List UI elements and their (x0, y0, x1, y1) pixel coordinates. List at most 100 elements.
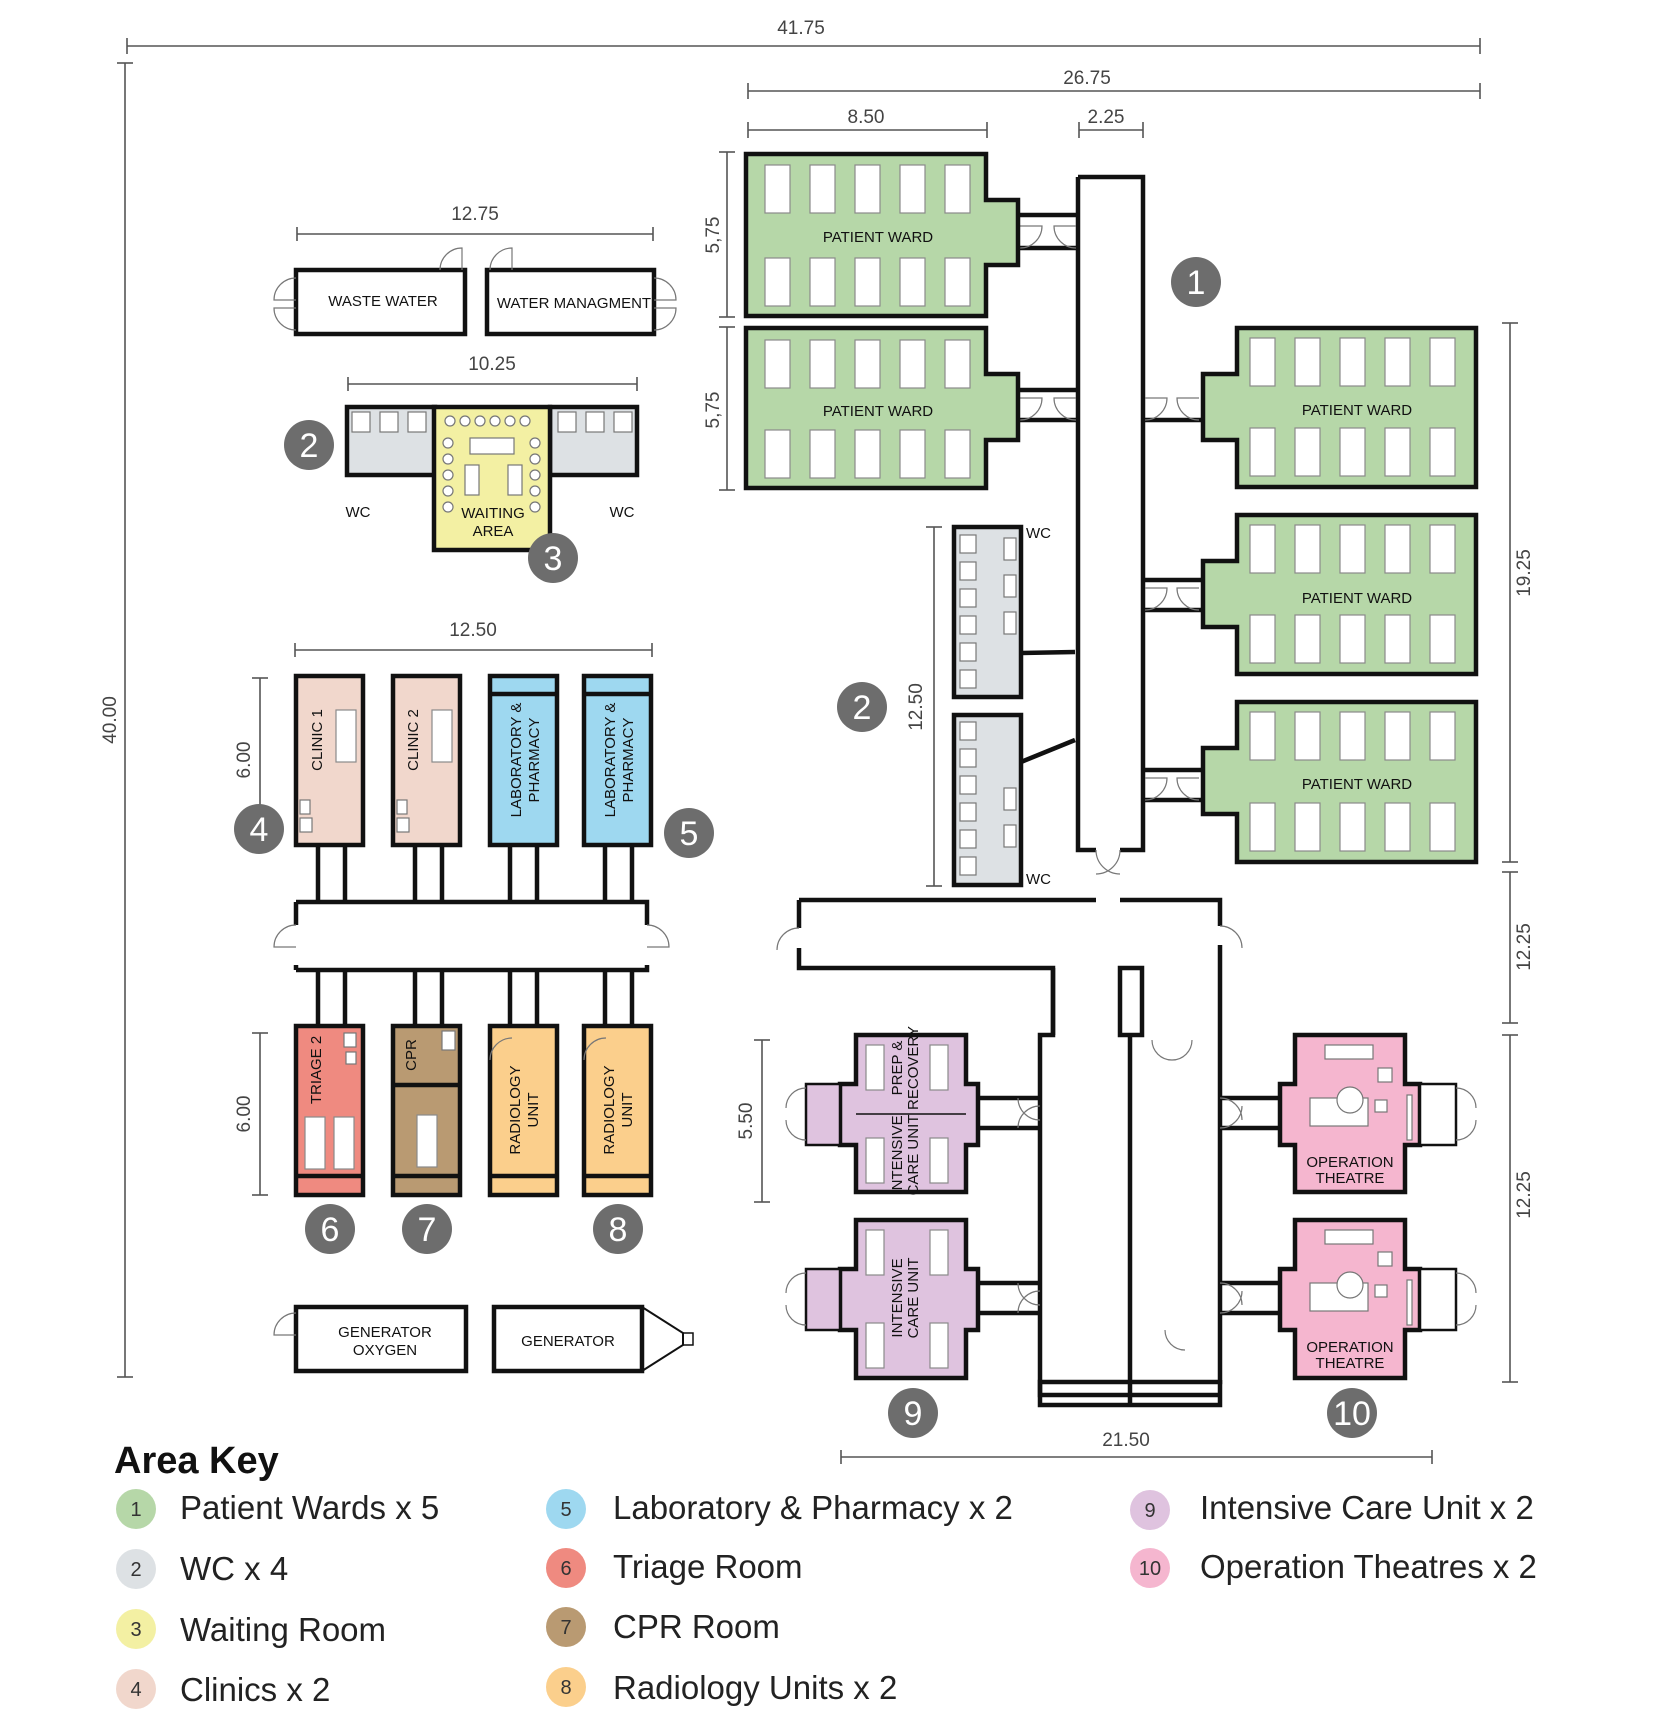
svg-text:4: 4 (250, 811, 269, 849)
key-swatch (546, 1548, 586, 1588)
patient-ward-1: PATIENT WARD (743, 151, 1021, 319)
dim-triage-depth: 6.00 (234, 1096, 255, 1133)
svg-text:Laboratory & Pharmacy x 2: Laboratory & Pharmacy x 2 (613, 1489, 1013, 1526)
wc-label-right: WC (610, 504, 635, 521)
icu-1: PREP & RECOVERY INTENSIVE CARE UNIT (785, 1026, 981, 1196)
svg-text:Waiting Room: Waiting Room (180, 1611, 386, 1648)
radiology-2-label-2: UNIT (619, 1093, 636, 1128)
key-item-4: 4 Clinics x 2 (116, 1669, 330, 1709)
badge-7: 7 (402, 1204, 452, 1254)
operation-2-label-1: OPERATION (1306, 1339, 1393, 1356)
waiting-label-1: WAITING (461, 505, 525, 522)
radiology-unit-1: RADIOLOGY UNIT (487, 1023, 560, 1198)
dim-ward-width: 8.50 (848, 107, 885, 128)
svg-text:7: 7 (560, 1617, 571, 1639)
svg-text:Triage Room: Triage Room (613, 1548, 803, 1585)
ward-2-label: PATIENT WARD (823, 403, 933, 420)
dimension-labels: 41.75 26.75 8.50 2.25 12.75 10.25 12.50 … (100, 18, 1535, 1451)
operation-theatre-1: OPERATION THEATRE (1277, 1032, 1477, 1195)
surgical-corridors (776, 897, 1280, 1408)
svg-text:1: 1 (1187, 264, 1206, 302)
svg-text:10: 10 (1333, 1395, 1371, 1433)
wc-label-lower: WC (1026, 871, 1051, 888)
waiting-label-2: AREA (473, 523, 514, 540)
ward-1-label: PATIENT WARD (823, 229, 933, 246)
key-swatch (546, 1489, 586, 1529)
area-badges: 1 2 3 2 4 5 6 7 8 9 10 (234, 257, 1377, 1438)
badge-2-ward: 2 (837, 682, 887, 732)
key-item-5: 5 Laboratory & Pharmacy x 2 (546, 1489, 1013, 1529)
key-item-2: 2 WC x 4 (116, 1549, 288, 1589)
wc-block-upper: WC (951, 524, 1051, 700)
radiology-1-label-1: RADIOLOGY (507, 1065, 524, 1154)
dim-water-block: 12.75 (451, 204, 499, 225)
cpr-room: CPR (390, 1023, 463, 1198)
generator-oxygen-label-2: OXYGEN (353, 1342, 417, 1359)
operation-1-label-2: THEATRE (1316, 1170, 1385, 1187)
operation-1-label-1: OPERATION (1306, 1154, 1393, 1171)
lab-2-label-1: LABORATORY & (602, 703, 619, 818)
wc-label-upper: WC (1026, 525, 1051, 542)
dim-right-wards: 19.25 (1514, 549, 1535, 597)
svg-text:3: 3 (544, 540, 563, 578)
area-key-title: Area Key (114, 1440, 279, 1482)
dim-overall-width: 41.75 (777, 18, 825, 39)
outpatient-corridor (273, 845, 670, 1025)
radiology-1-label-2: UNIT (525, 1093, 542, 1128)
svg-text:6: 6 (560, 1558, 571, 1580)
lab-2-label-2: PHARMACY (620, 717, 637, 802)
svg-text:CPR Room: CPR Room (613, 1608, 780, 1645)
key-swatch (546, 1667, 586, 1707)
badge-10: 10 (1327, 1388, 1377, 1438)
icu-2-label-2: CARE UNIT (905, 1258, 922, 1339)
key-item-8: 8 Radiology Units x 2 (546, 1667, 897, 1707)
lab-1-label-1: LABORATORY & (508, 703, 525, 818)
water-management-building: WATER MANAGMENT (484, 247, 677, 337)
dim-waiting-block: 10.25 (468, 354, 516, 375)
dim-ward-block-width: 26.75 (1063, 68, 1111, 89)
wc-label-left: WC (346, 504, 371, 521)
triage-room: TRIAGE 2 (293, 1023, 366, 1198)
dimension-lines (117, 38, 1518, 1464)
badge-9: 9 (888, 1388, 938, 1438)
badge-5: 5 (664, 808, 714, 858)
key-item-6: 6 Triage Room (546, 1548, 803, 1588)
patient-ward-4: PATIENT WARD (1200, 512, 1479, 677)
dim-clinic-depth: 6.00 (234, 742, 255, 779)
dim-ward-depth-2: 5,75 (703, 392, 724, 429)
key-item-7: 7 CPR Room (546, 1607, 780, 1647)
patient-ward-5: PATIENT WARD (1200, 699, 1479, 865)
main-corridor (1018, 174, 1201, 875)
svg-text:10: 10 (1139, 1558, 1161, 1580)
ward-5-label: PATIENT WARD (1302, 776, 1412, 793)
badge-6: 6 (305, 1204, 355, 1254)
badge-2-waiting: 2 (284, 420, 334, 470)
laboratory-pharmacy-1: LABORATORY & PHARMACY (487, 673, 560, 848)
svg-text:Clinics x 2: Clinics x 2 (180, 1671, 330, 1708)
prep-label-1: PREP & (889, 1041, 906, 1096)
badge-8: 8 (593, 1204, 643, 1254)
key-swatch (116, 1609, 156, 1649)
patient-ward-2: PATIENT WARD (743, 325, 1021, 491)
key-swatch (116, 1549, 156, 1589)
key-swatch (116, 1669, 156, 1709)
icu-1-label-2: CARE UNIT (905, 1115, 922, 1196)
svg-text:Intensive Care Unit x 2: Intensive Care Unit x 2 (1200, 1489, 1534, 1526)
svg-text:Radiology Units x 2: Radiology Units x 2 (613, 1669, 897, 1706)
key-swatch (546, 1607, 586, 1647)
key-swatch (1130, 1548, 1170, 1588)
ward-4-label: PATIENT WARD (1302, 590, 1412, 607)
svg-text:Patient Wards x 5: Patient Wards x 5 (180, 1489, 439, 1526)
svg-text:2: 2 (130, 1559, 141, 1581)
icu-2: INTENSIVE CARE UNIT (785, 1217, 981, 1381)
radiology-2-label-1: RADIOLOGY (601, 1065, 618, 1154)
svg-text:1: 1 (130, 1499, 141, 1521)
radiology-unit-2: RADIOLOGY UNIT (581, 1023, 654, 1198)
svg-text:2: 2 (853, 689, 872, 727)
operation-theatre-2: OPERATION THEATRE (1277, 1217, 1477, 1381)
generator-label: GENERATOR (521, 1333, 615, 1350)
dim-wc-block: 12.50 (906, 683, 927, 731)
clinic-2-label: CLINIC 2 (405, 709, 422, 771)
icu-1-label-1: INTENSIVE (889, 1115, 906, 1194)
badge-1: 1 (1171, 257, 1221, 307)
